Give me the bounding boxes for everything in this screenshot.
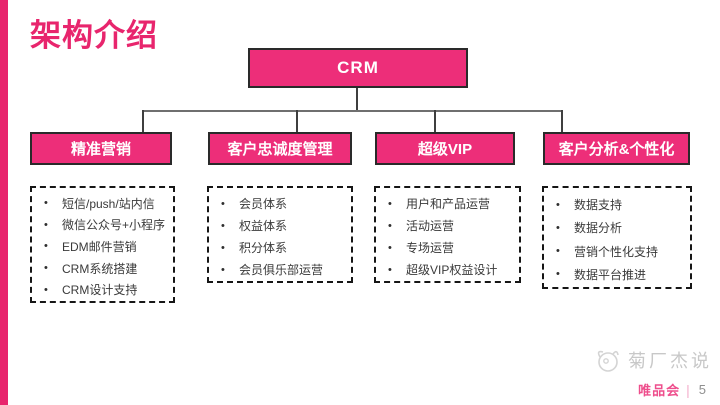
list-item-label: 营销个性化支持 [574, 244, 659, 259]
list-item-label: 短信/push/站内信 [62, 196, 155, 211]
branch-label: 客户分析&个性化 [558, 141, 675, 158]
list-item: • 超级VIP权益设计 [388, 261, 515, 278]
node-crm-label: CRM [337, 58, 379, 77]
bullet-icon: • [44, 218, 48, 231]
bullet-icon: • [221, 263, 225, 276]
bullet-icon: • [388, 219, 392, 232]
bullet-icon: • [556, 245, 560, 258]
list-item: • 会员俱乐部运营 [221, 261, 347, 278]
detail-box-precision-marketing: • 短信/push/站内信 • 微信公众号+小程序 • EDM邮件营销 • CR… [30, 186, 175, 303]
list-item-label: 用户和产品运营 [406, 197, 491, 211]
node-customer-analysis: 客户分析&个性化 [543, 132, 690, 165]
list-item-label: CRM系统搭建 [62, 261, 138, 276]
bullet-icon: • [44, 262, 48, 275]
list-item: • 微信公众号+小程序 [44, 216, 169, 233]
list-item-label: CRM设计支持 [62, 283, 138, 298]
watermark-text: 菊厂杰说 [628, 351, 712, 371]
page-number: 5 [698, 382, 706, 397]
list-item: • CRM系统搭建 [44, 260, 169, 277]
list-item-label: 数据平台推进 [574, 267, 647, 282]
list-item: • 会员体系 [221, 195, 347, 212]
bullet-icon: • [44, 197, 48, 210]
list-item-label: 会员俱乐部运营 [239, 263, 324, 277]
list-item: • 短信/push/站内信 [44, 195, 169, 212]
bullet-icon: • [388, 263, 392, 276]
watermark-logo-icon [597, 350, 619, 372]
branch-label: 精准营销 [70, 141, 131, 158]
bullet-icon: • [556, 198, 560, 211]
detail-box-super-vip: • 用户和产品运营 • 活动运营 • 专场运营 • 超级VIP权益设计 [374, 186, 521, 283]
bullet-icon: • [221, 197, 225, 210]
list-item: • 活动运营 [388, 217, 515, 234]
list-item: • 专场运营 [388, 239, 515, 256]
branch-label: 客户忠诚度管理 [227, 141, 333, 158]
list-item: • 权益体系 [221, 217, 347, 234]
list-item-label: 积分体系 [239, 241, 288, 255]
bullet-icon: • [44, 283, 48, 296]
branch-label: 超级VIP [417, 141, 473, 158]
list-item-label: 数据分析 [574, 221, 623, 236]
list-item-label: 权益体系 [239, 219, 288, 233]
bullet-icon: • [388, 197, 392, 210]
bullet-icon: • [44, 240, 48, 253]
left-accent-bar [0, 0, 8, 405]
node-customer-loyalty: 客户忠诚度管理 [208, 132, 352, 165]
list-item-label: 超级VIP权益设计 [406, 263, 498, 277]
bullet-icon: • [388, 241, 392, 254]
bullet-icon: • [556, 268, 560, 281]
connector-stub-2 [296, 110, 298, 133]
watermark: 菊厂杰说 [593, 346, 712, 374]
brand-name: 唯品会 [638, 383, 681, 398]
list-item-label: 会员体系 [239, 197, 288, 211]
list-item: • 数据分析 [556, 219, 686, 236]
list-item: • EDM邮件营销 [44, 238, 169, 255]
node-precision-marketing: 精准营销 [30, 132, 172, 165]
detail-box-customer-loyalty: • 会员体系 • 权益体系 • 积分体系 • 会员俱乐部运营 [207, 186, 353, 283]
list-item: • 积分体系 [221, 239, 347, 256]
bullet-icon: • [556, 221, 560, 234]
list-item: • 数据平台推进 [556, 266, 686, 283]
node-crm-root: CRM [248, 48, 468, 88]
page-title: 架构介绍 [30, 18, 158, 53]
footer-divider: | [686, 381, 690, 398]
connector-stub-3 [434, 110, 436, 133]
connector-stub-4 [561, 110, 563, 133]
bullet-icon: • [221, 219, 225, 232]
connector-stub-1 [142, 110, 144, 133]
connector-root-vertical [356, 88, 358, 110]
detail-box-customer-analysis: • 数据支持 • 数据分析 • 营销个性化支持 • 数据平台推进 [542, 186, 692, 289]
list-item: • 数据支持 [556, 196, 686, 213]
list-item: • 用户和产品运营 [388, 195, 515, 212]
list-item-label: 专场运营 [406, 241, 455, 255]
list-item-label: 活动运营 [406, 219, 455, 233]
list-item-label: 微信公众号+小程序 [62, 218, 166, 233]
connector-horizontal [142, 110, 563, 112]
footer-brand-row: 唯品会 | 5 [638, 380, 706, 399]
list-item-label: 数据支持 [574, 198, 623, 213]
node-super-vip: 超级VIP [375, 132, 515, 165]
list-item-label: EDM邮件营销 [62, 239, 137, 254]
list-item: • CRM设计支持 [44, 281, 169, 298]
list-item: • 营销个性化支持 [556, 243, 686, 260]
bullet-icon: • [221, 241, 225, 254]
